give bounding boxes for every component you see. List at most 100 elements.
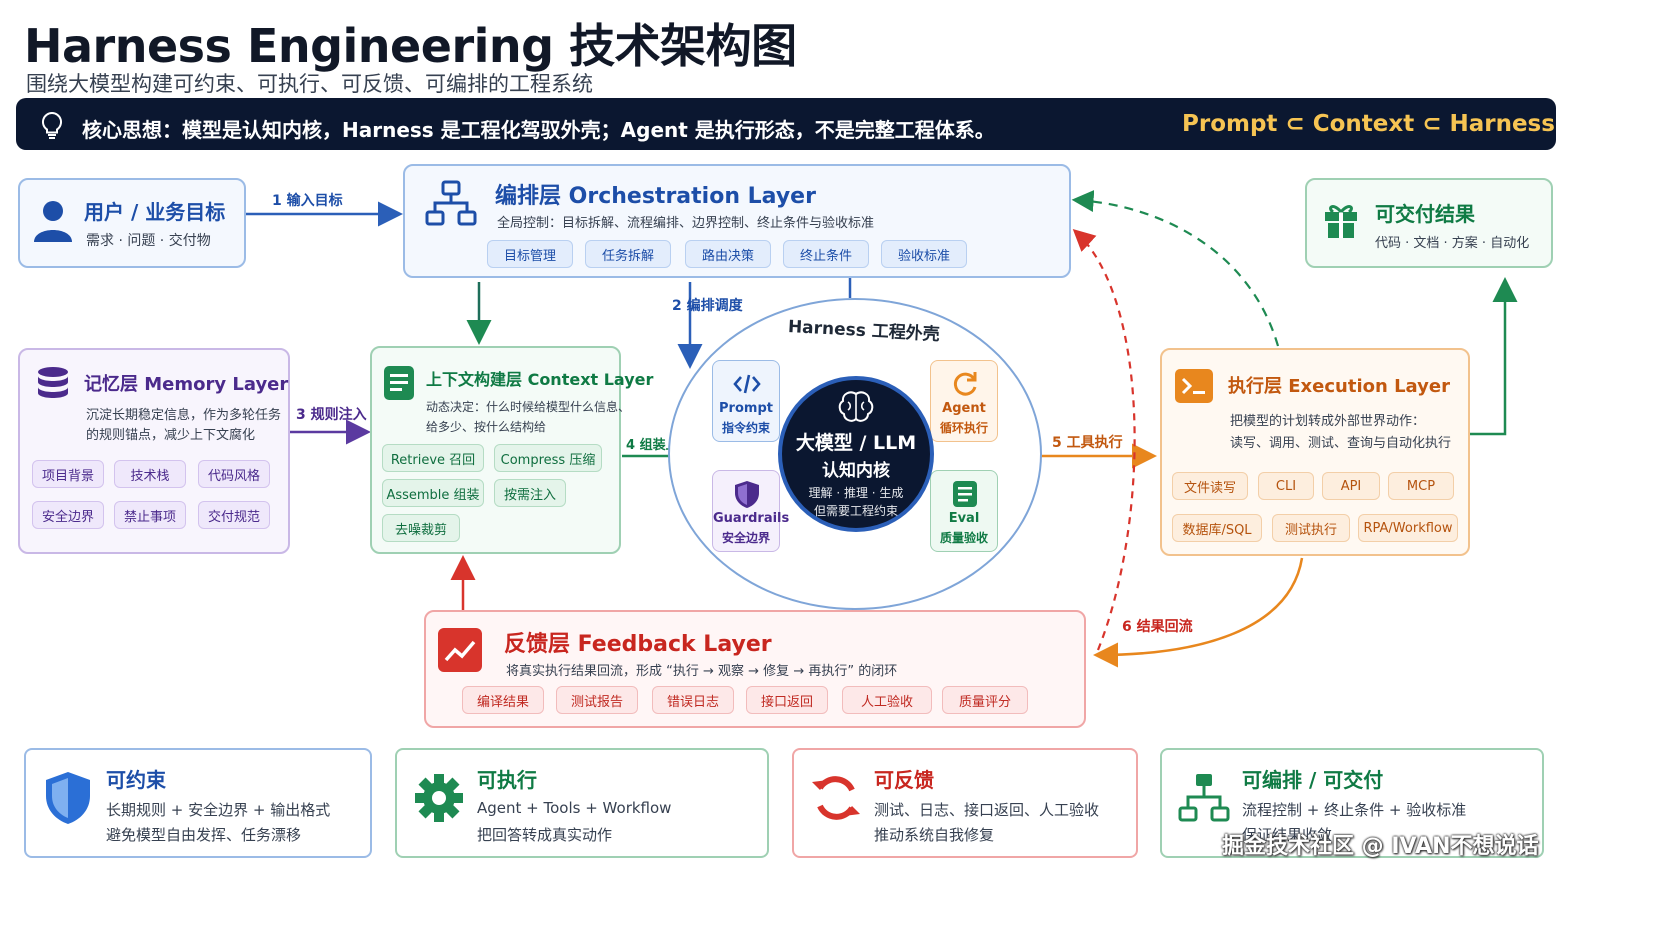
- core-idea-text: 核心思想：模型是认知内核，Harness 是工程化驾驭外壳；Agent 是执行形…: [82, 118, 995, 142]
- deliverable-box: 可交付结果 代码 · 文档 · 方案 · 自动化: [1305, 178, 1553, 268]
- module-guardrails-name: Guardrails: [713, 511, 790, 526]
- feedback-title: 反馈层 Feedback Layer: [504, 632, 772, 657]
- module-prompt-sub: 指令约束: [721, 421, 770, 435]
- chip-denoise-trim: 去噪裁剪: [382, 514, 460, 542]
- chip-rpa-workflow: RPA/Workflow: [1358, 514, 1458, 542]
- terminal-icon: [1175, 369, 1213, 403]
- card-orchestrable-line1: 流程控制 + 终止条件 + 验收标准: [1242, 801, 1467, 819]
- hierarchy-icon: [425, 180, 477, 226]
- chip-delivery-spec: 交付规范: [198, 501, 270, 529]
- shield-icon: [735, 481, 759, 508]
- arrow-feedback-dashed: [1072, 229, 1136, 651]
- execution-desc-2: 读写、调用、测试、查询与自动化执行: [1230, 436, 1452, 451]
- orchestration-layer-box: 编排层 Orchestration Layer 全局控制：目标拆解、流程编排、边…: [403, 164, 1071, 278]
- chip-acceptance-criteria: 验收标准: [881, 240, 967, 268]
- deliverable-desc: 代码 · 文档 · 方案 · 自动化: [1375, 236, 1530, 251]
- card-constrainable-title: 可约束: [106, 768, 166, 792]
- llm-core-desc-2: 但需要工程约束: [813, 504, 898, 518]
- deliverable-title: 可交付结果: [1375, 202, 1475, 226]
- formula-text: Prompt ⊂ Context ⊂ Harness: [1182, 111, 1555, 137]
- chip-on-demand-inject: 按需注入: [494, 479, 566, 507]
- memory-layer-box: 记忆层 Memory Layer 沉淀长期稳定信息，作为多轮任务 的规则锚点，减…: [18, 348, 290, 554]
- card-feedbackable-line1: 测试、日志、接口返回、人工验收: [874, 801, 1100, 819]
- memory-desc-1: 沉淀长期稳定信息，作为多轮任务: [86, 408, 282, 423]
- chip-route-decision: 路由决策: [685, 240, 771, 268]
- flow-label-6: 6 结果回流: [1122, 619, 1193, 635]
- feedback-desc: 将真实执行结果回流，形成 “执行 → 观察 → 修复 → 再执行” 的闭环: [506, 664, 898, 679]
- shield-icon: [46, 772, 90, 824]
- memory-title: 记忆层 Memory Layer: [84, 374, 289, 395]
- chip-api-response: 接口返回: [746, 686, 828, 714]
- chip-goal-management: 目标管理: [487, 240, 573, 268]
- card-feedbackable: 可反馈 测试、日志、接口返回、人工验收 推动系统自我修复: [792, 748, 1138, 858]
- page-subtitle: 围绕大模型构建可约束、可执行、可反馈、可编排的工程系统: [26, 72, 593, 96]
- module-agent: Agent 循环执行: [930, 360, 998, 442]
- arrow-to-deliverable: [1470, 277, 1518, 436]
- execution-desc-1: 把模型的计划转成外部世界动作：: [1230, 414, 1426, 429]
- flow-label-3: 3 规则注入: [296, 407, 367, 423]
- card-constrainable-line1: 长期规则 + 安全边界 + 输出格式: [106, 801, 331, 819]
- chip-test-report: 测试报告: [556, 686, 638, 714]
- module-eval: Eval 质量验收: [930, 470, 998, 552]
- user-icon: [34, 201, 72, 242]
- execution-title: 执行层 Execution Layer: [1228, 376, 1450, 397]
- brain-icon: [838, 391, 874, 422]
- module-agent-sub: 循环执行: [939, 421, 988, 435]
- chip-compress: Compress 压缩: [494, 444, 602, 472]
- chip-task-split: 任务拆解: [585, 240, 671, 268]
- chip-test-execution: 测试执行: [1272, 514, 1350, 542]
- context-desc-1: 动态决定：什么时候给模型什么信息、: [426, 400, 631, 414]
- chip-file-io: 文件读写: [1172, 472, 1248, 500]
- llm-core-desc-1: 理解 · 推理 · 生成: [808, 486, 904, 500]
- lightbulb-icon: [41, 111, 63, 139]
- page-title: Harness Engineering 技术架构图: [24, 19, 797, 73]
- llm-core-circle: [778, 376, 934, 532]
- chip-project-background: 项目背景: [32, 460, 104, 488]
- code-icon: [733, 374, 761, 394]
- document-list-icon: [384, 366, 414, 400]
- checklist-icon: [953, 481, 977, 507]
- card-orchestrable-title: 可编排 / 可交付: [1242, 768, 1384, 792]
- module-prompt: Prompt 指令约束: [712, 360, 780, 442]
- chip-code-style: 代码风格: [198, 460, 270, 488]
- user-goal-box: 用户 / 业务目标 需求 · 问题 · 交付物: [18, 178, 246, 268]
- chip-quality-score: 质量评分: [942, 686, 1028, 714]
- orchestration-desc: 全局控制：目标拆解、流程编排、边界控制、终止条件与验收标准: [497, 216, 875, 231]
- card-executable-title: 可执行: [477, 768, 537, 792]
- chip-api: API: [1322, 472, 1380, 500]
- card-constrainable-line2: 避免模型自由发挥、任务漂移: [106, 826, 302, 844]
- llm-core-subtitle: 认知内核: [822, 461, 890, 481]
- card-feedbackable-line2: 推动系统自我修复: [874, 826, 995, 844]
- card-orchestrable: 可编排 / 可交付 流程控制 + 终止条件 + 验收标准 保证结果收敛: [1160, 748, 1544, 858]
- context-layer-box: 上下文构建层 Context Layer 动态决定：什么时候给模型什么信息、 给…: [370, 346, 653, 554]
- memory-desc-2: 的规则锚点，减少上下文腐化: [86, 428, 256, 443]
- chip-assemble: Assemble 组装: [382, 479, 484, 507]
- chip-mcp: MCP: [1388, 472, 1454, 500]
- user-goal-desc: 需求 · 问题 · 交付物: [86, 233, 211, 249]
- user-goal-title: 用户 / 业务目标: [84, 200, 226, 224]
- flow-label-5: 5 工具执行: [1052, 435, 1123, 451]
- context-title: 上下文构建层 Context Layer: [426, 370, 654, 389]
- chip-retrieve: Retrieve 召回: [382, 444, 484, 472]
- chip-manual-acceptance: 人工验收: [842, 686, 932, 714]
- card-executable: 可执行 Agent + Tools + Workflow 把回答转成真实动作: [395, 748, 769, 858]
- chip-compile-result: 编译结果: [462, 686, 544, 714]
- gear-icon: [415, 774, 463, 822]
- chip-cli: CLI: [1258, 472, 1314, 500]
- card-executable-line1: Agent + Tools + Workflow: [477, 799, 672, 817]
- module-eval-sub: 质量验收: [939, 531, 988, 545]
- hierarchy-icon: [1178, 774, 1230, 822]
- orchestration-title: 编排层 Orchestration Layer: [495, 184, 816, 209]
- context-desc-2: 给多少、按什么结构给: [426, 420, 547, 434]
- card-constrainable: 可约束 长期规则 + 安全边界 + 输出格式 避免模型自由发挥、任务漂移: [24, 748, 372, 858]
- core-idea-banner: [16, 98, 1556, 150]
- card-executable-line2: 把回答转成真实动作: [477, 826, 613, 844]
- arrow-execution-dashed: [1071, 190, 1280, 347]
- feedback-layer-box: 反馈层 Feedback Layer 将真实执行结果回流，形成 “执行 → 观察…: [424, 610, 1086, 728]
- chip-stop-condition: 终止条件: [783, 240, 869, 268]
- module-agent-name: Agent: [942, 401, 986, 416]
- execution-layer-box: 执行层 Execution Layer 把模型的计划转成外部世界动作： 读写、调…: [1160, 348, 1470, 556]
- trend-chart-icon: [438, 628, 482, 672]
- module-eval-name: Eval: [948, 511, 980, 526]
- refresh-icon: [953, 372, 977, 396]
